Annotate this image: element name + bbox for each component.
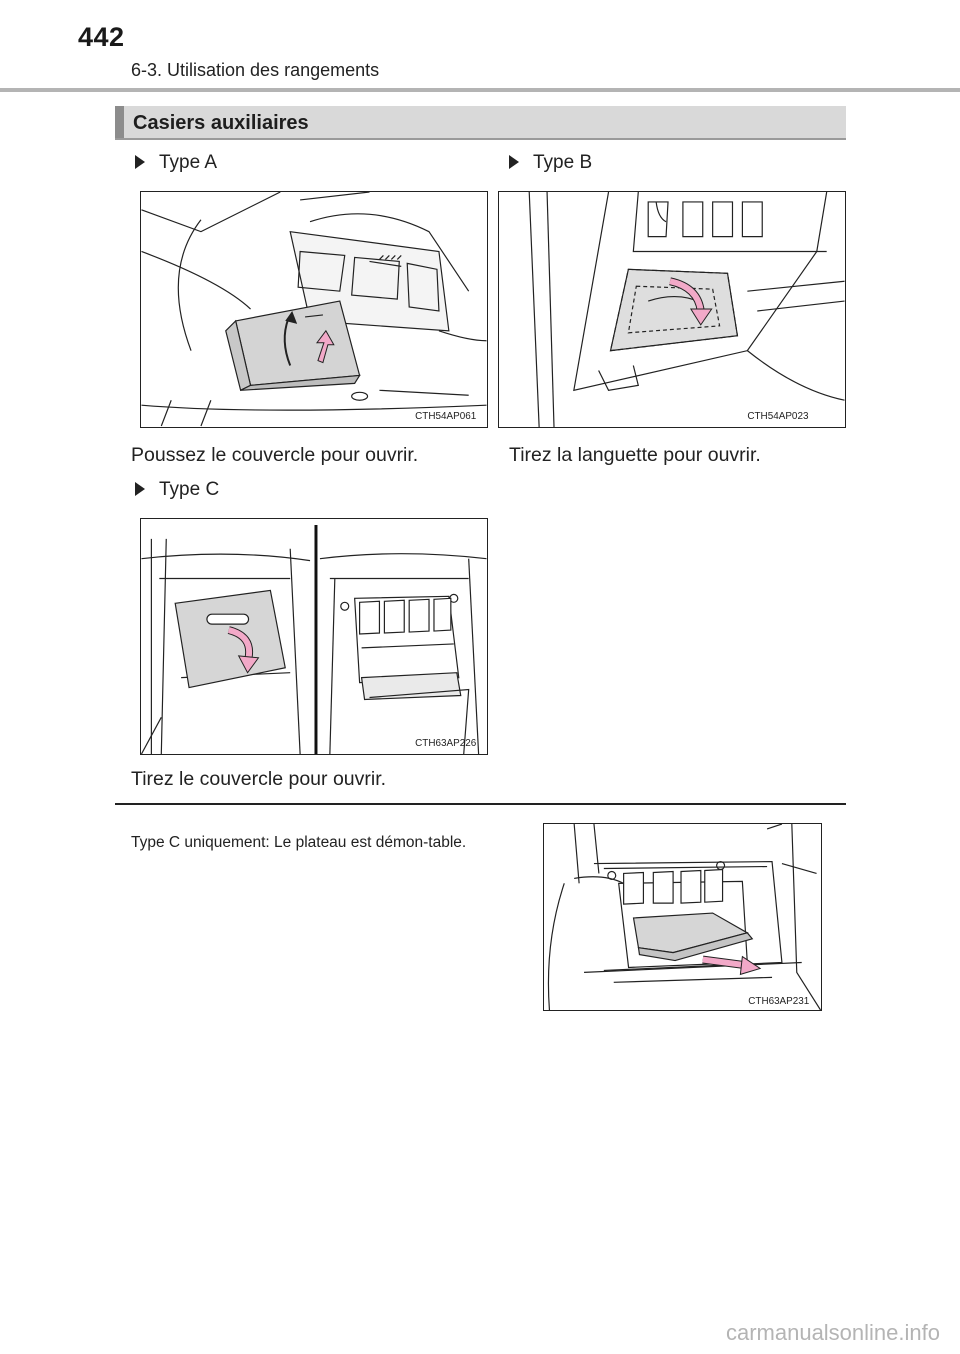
section-title: Casiers auxiliaires	[133, 112, 309, 134]
figure-code-type-c: CTH63AP226	[415, 738, 477, 749]
glovebox-pocket-illustration: CTH54AP023	[528, 192, 845, 427]
figure-code-type-b: CTH54AP023	[747, 411, 809, 422]
section-divider	[115, 803, 846, 805]
caption-type-c: Tirez le couvercle pour ouvrir.	[131, 768, 387, 790]
center-console-pocket-illustration: CTH63AP226	[141, 524, 487, 754]
caption-type-b: Tirez la languette pour ouvrir.	[509, 444, 761, 466]
section-heading-bar: Casiers auxiliaires	[115, 106, 846, 140]
overhead-console-illustration: CTH54AP061	[141, 192, 487, 427]
type-c-text: Type C	[159, 479, 220, 500]
bullet-triangle-icon	[135, 155, 145, 169]
chapter-title: 6-3. Utilisation des rangements	[131, 60, 380, 80]
type-c-label: Type C	[135, 479, 219, 501]
bullet-triangle-icon	[509, 155, 519, 169]
removable-tray-note: Type C uniquement: Le plateau est démon-…	[131, 834, 467, 851]
page-number: 442	[78, 22, 125, 52]
watermark: carmanualsonline.info	[725, 1320, 940, 1345]
figure-type-c: CTH63AP226	[140, 518, 488, 755]
caption-type-a: Poussez le couvercle pour ouvrir.	[131, 444, 419, 466]
header-divider	[0, 88, 960, 92]
figure-code-removable-tray: CTH63AP231	[748, 996, 809, 1007]
section-heading-accent	[115, 106, 124, 138]
type-b-label: Type B	[509, 152, 592, 174]
removable-tray-illustration: CTH63AP231	[547, 824, 821, 1010]
figure-removable-tray: CTH63AP231	[543, 823, 822, 1011]
type-a-text: Type A	[159, 152, 218, 173]
type-a-label: Type A	[135, 152, 217, 174]
figure-type-a: CTH54AP061	[140, 191, 488, 428]
figure-type-b: CTH54AP023	[498, 191, 846, 428]
figure-code-type-a: CTH54AP061	[415, 411, 477, 422]
type-b-text: Type B	[533, 152, 593, 173]
bullet-triangle-icon	[135, 482, 145, 496]
